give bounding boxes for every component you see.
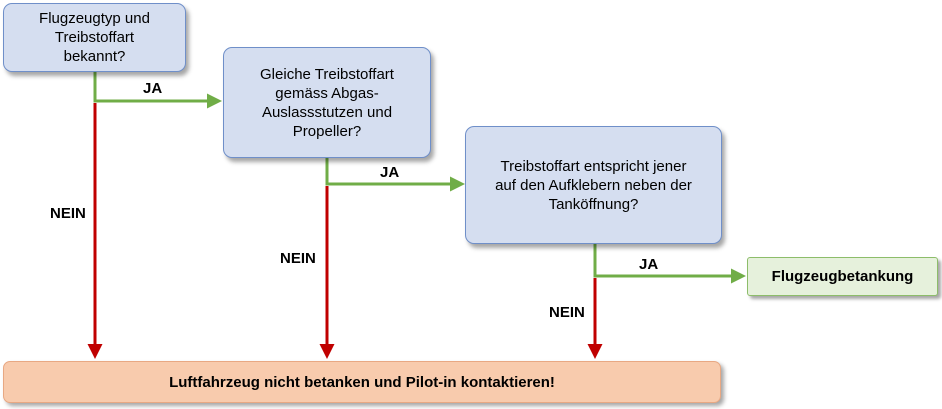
question-aircraft-type-known: Flugzeugtyp und Treibstoffart bekannt?: [3, 3, 186, 72]
yes-arrow-3: [593, 244, 746, 284]
yes-arrow-1: [93, 72, 222, 109]
refueling-text: Flugzeugbetankung: [771, 268, 914, 285]
yes-arrow-2: [325, 158, 465, 192]
yes-label-1: JA: [143, 80, 163, 97]
no-label-3: NEIN: [549, 304, 585, 321]
no-label-1: NEIN: [50, 205, 86, 222]
do-not-refuel-outcome: Luftfahrzeug nicht betanken und Pilot-in…: [3, 361, 721, 403]
question-1-text: Flugzeugtyp und Treibstoffart bekannt?: [39, 10, 150, 65]
question-same-fuel-exhaust-propeller: Gleiche Treibstoffart gemäss Abgas- Ausl…: [223, 47, 431, 158]
yes-label-3: JA: [639, 256, 659, 273]
refueling-outcome: Flugzeugbetankung: [747, 257, 938, 296]
question-fuel-matches-stickers: Treibstoffart entspricht jener auf den A…: [465, 126, 722, 244]
do-not-refuel-text: Luftfahrzeug nicht betanken und Pilot-in…: [169, 373, 555, 391]
no-label-2: NEIN: [280, 250, 316, 267]
yes-label-2: JA: [380, 164, 400, 181]
question-2-text: Gleiche Treibstoffart gemäss Abgas- Ausl…: [260, 65, 394, 140]
question-3-text: Treibstoffart entspricht jener auf den A…: [495, 157, 692, 213]
